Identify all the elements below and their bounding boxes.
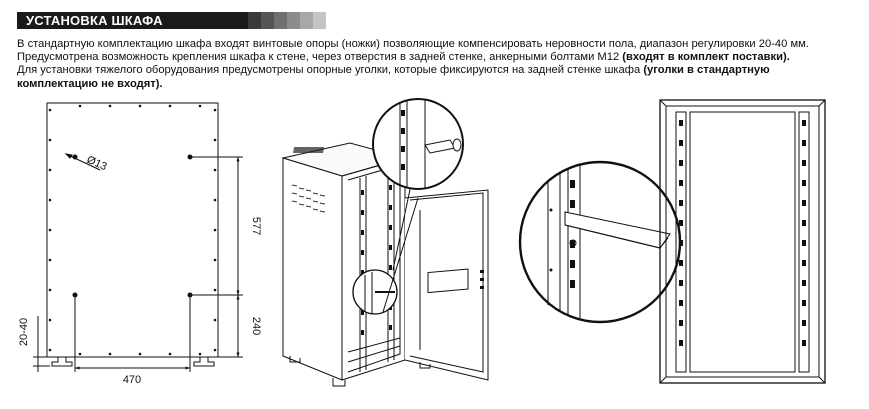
dim-577-label: 577: [250, 217, 262, 235]
paragraph-line: Для установки тяжелого оборудования пред…: [17, 64, 862, 77]
description-text: В стандартную комплектацию шкафа входят …: [17, 38, 862, 91]
gradient-swatch: [248, 12, 261, 29]
paragraph-line: В стандартную комплектацию шкафа входят …: [17, 38, 862, 51]
gradient-swatch: [313, 12, 326, 29]
detail-bracket-circle: [518, 160, 682, 324]
dim-feet-label: 20-40: [18, 318, 30, 346]
text-span: Предусмотрена возможность крепления шкаф…: [17, 51, 623, 64]
gradient-swatch: [261, 12, 274, 29]
hole-diameter-label: Ø13: [85, 154, 109, 173]
bold-text: (входят в комплект поставки).: [622, 51, 790, 64]
open-cabinet-drawing: [281, 142, 489, 387]
section-header: УСТАНОВКА ШКАФА: [17, 12, 326, 29]
text-span: В стандартную комплектацию шкафа входят …: [17, 38, 809, 50]
detail-bolt-circle: [372, 98, 464, 190]
gradient-swatch: [300, 12, 313, 29]
dimension-labels: Ø13 577 240 20-40 470: [18, 154, 262, 386]
text-span: Для установки тяжелого оборудования пред…: [17, 64, 644, 77]
bold-text: (уголки в стандартную: [643, 64, 770, 77]
bold-text: комплектацию не входят).: [17, 77, 163, 90]
front-door-drawing: [659, 99, 826, 384]
dim-240-label: 240: [250, 317, 262, 335]
dim-470-label: 470: [123, 374, 141, 386]
paragraph-line: Предусмотрена возможность крепления шкаф…: [17, 51, 862, 64]
paragraph-line: комплектацию не входят).: [17, 78, 862, 91]
gradient-swatch: [287, 12, 300, 29]
section-title: УСТАНОВКА ШКАФА: [17, 12, 248, 29]
rear-panel-drawing: [33, 102, 243, 372]
gradient-swatch: [274, 12, 287, 29]
